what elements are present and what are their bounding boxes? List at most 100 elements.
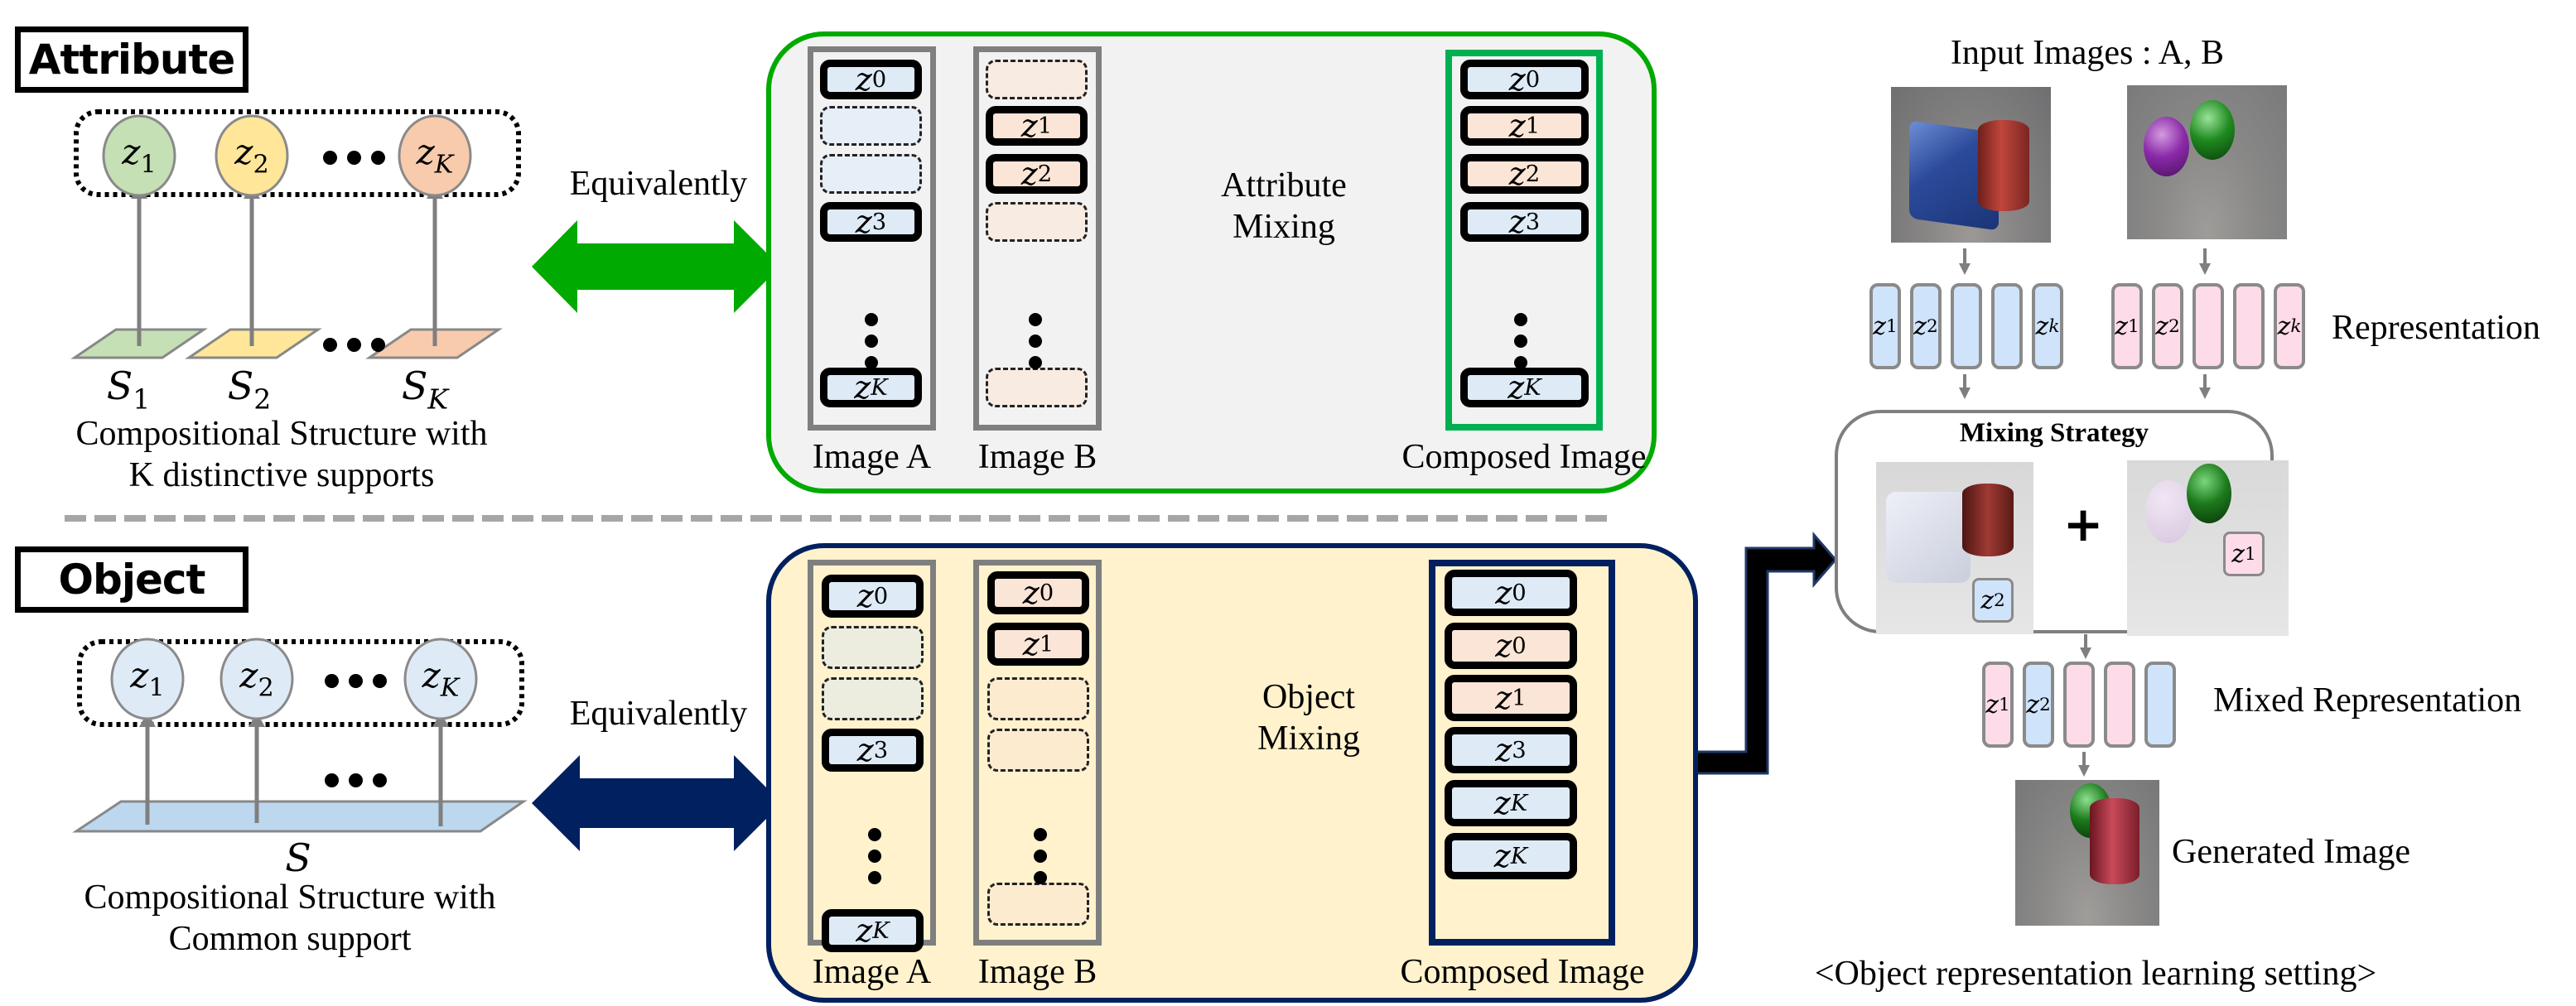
slot-subscript: 1 (1525, 113, 1541, 139)
rep-slot (1951, 283, 1982, 369)
slot-subscript: 2 (1525, 161, 1541, 187)
slot-var: z (1508, 61, 1526, 98)
slot-subscript: 3 (1525, 209, 1541, 235)
empty-latent-slot (987, 883, 1089, 926)
input-images-title: Input Images : A, B (1950, 34, 2225, 72)
green-sphere-object (2187, 464, 2231, 523)
slot-var: z (1495, 680, 1512, 716)
latent-node-z2 (219, 638, 294, 720)
arrow-head (2199, 263, 2211, 275)
slot-var: z (1495, 732, 1512, 768)
rep-slot (2192, 283, 2224, 369)
latent-label-zk: zK (416, 132, 454, 180)
empty-latent-slot (822, 677, 924, 720)
generated-image (2015, 780, 2159, 926)
support-label-s1: S1 (106, 363, 151, 416)
empty-latent-slot (820, 106, 922, 146)
slot-var: z (1020, 156, 1038, 192)
common-support-plane (72, 800, 528, 833)
latent-label-z2: z2 (239, 655, 274, 703)
vertical-ellipsis (1514, 313, 1527, 369)
slot-var: z (855, 204, 872, 240)
mixing-strategy-title: Mixing Strategy (1959, 418, 2149, 448)
setting-caption: <Object representation learning setting> (1814, 955, 2377, 993)
attribute-section-label: Attribute (15, 26, 248, 93)
slot-subscript: 3 (1512, 737, 1527, 763)
arrow-head (2078, 765, 2090, 777)
obj-composed-label: Composed Image (1400, 953, 1645, 991)
attr-image-b-column (973, 46, 1102, 431)
common-support-label: S (285, 835, 311, 880)
slot-subscript: K (1510, 843, 1528, 869)
ellipsis-dots (323, 338, 385, 352)
vertical-ellipsis (868, 828, 881, 884)
slot-var: z (856, 732, 874, 768)
object-mixing-label-line1: Object (1262, 678, 1355, 716)
slot-var: z (1495, 628, 1512, 664)
slot-var: z (1022, 575, 1040, 611)
rep-var: z (2155, 311, 2169, 341)
latent-node-zk (398, 114, 472, 197)
arrow-head (2199, 387, 2211, 399)
latent-node-z1 (102, 114, 176, 197)
object-caption-line1: Compositional Structure with (84, 878, 496, 917)
rep-slot (2063, 662, 2095, 748)
obj-image-b-label: Image B (977, 953, 1097, 991)
purple-sphere-object (2144, 117, 2189, 176)
rep-subscript: 1 (1999, 694, 2010, 715)
rep-slot (2144, 662, 2176, 748)
object-equivalently-label: Equivalently (569, 695, 748, 733)
attr-composed-column (1445, 50, 1603, 431)
slot-var: z (1507, 369, 1525, 406)
rep-subscript: 2 (2168, 315, 2180, 337)
input-image-a (1891, 87, 2051, 243)
obj-image-a-label: Image A (812, 953, 932, 991)
slot-var: z (1493, 785, 1511, 821)
support-label-sk: SK (401, 363, 449, 416)
rep-subscript: 2 (1927, 315, 1938, 337)
latent-label-z2: z2 (234, 132, 269, 180)
red-cylinder-object (1978, 120, 2029, 211)
rep-var: z (1913, 311, 1927, 341)
slot-var: z (1493, 838, 1511, 874)
generated-image-label: Generated Image (2172, 833, 2410, 871)
attribute-mixing-label-line1: Attribute (1221, 166, 1347, 205)
slot-subscript: K (1524, 374, 1541, 401)
rep-var: z (2035, 311, 2049, 341)
rep-slot (2233, 283, 2265, 369)
vertical-ellipsis (865, 313, 878, 369)
attr-image-b-label: Image B (977, 438, 1097, 476)
rep-subscript: k (2048, 315, 2060, 337)
slot-subscript: 0 (873, 583, 889, 609)
slot-var: z (855, 61, 872, 98)
equivalence-double-arrow-navy (532, 755, 782, 851)
slot-subscript: 0 (1512, 633, 1527, 659)
empty-latent-slot (987, 677, 1089, 720)
attr-image-a-label: Image A (812, 438, 932, 476)
rep-slot (2104, 662, 2135, 748)
attribute-mixing-label-line2: Mixing (1233, 208, 1335, 246)
elbow-arrow-to-mixing-strategy (1688, 531, 1837, 775)
slot-var: z (854, 369, 871, 406)
rep-var: z (2026, 690, 2040, 720)
slot-var: z (1022, 626, 1040, 662)
latent-node-z2 (215, 114, 289, 197)
slot-subscript: 0 (1039, 580, 1054, 606)
green-sphere-object (2190, 100, 2235, 160)
obj-image-b-column (973, 560, 1102, 946)
rep-var: z (1985, 690, 2000, 720)
